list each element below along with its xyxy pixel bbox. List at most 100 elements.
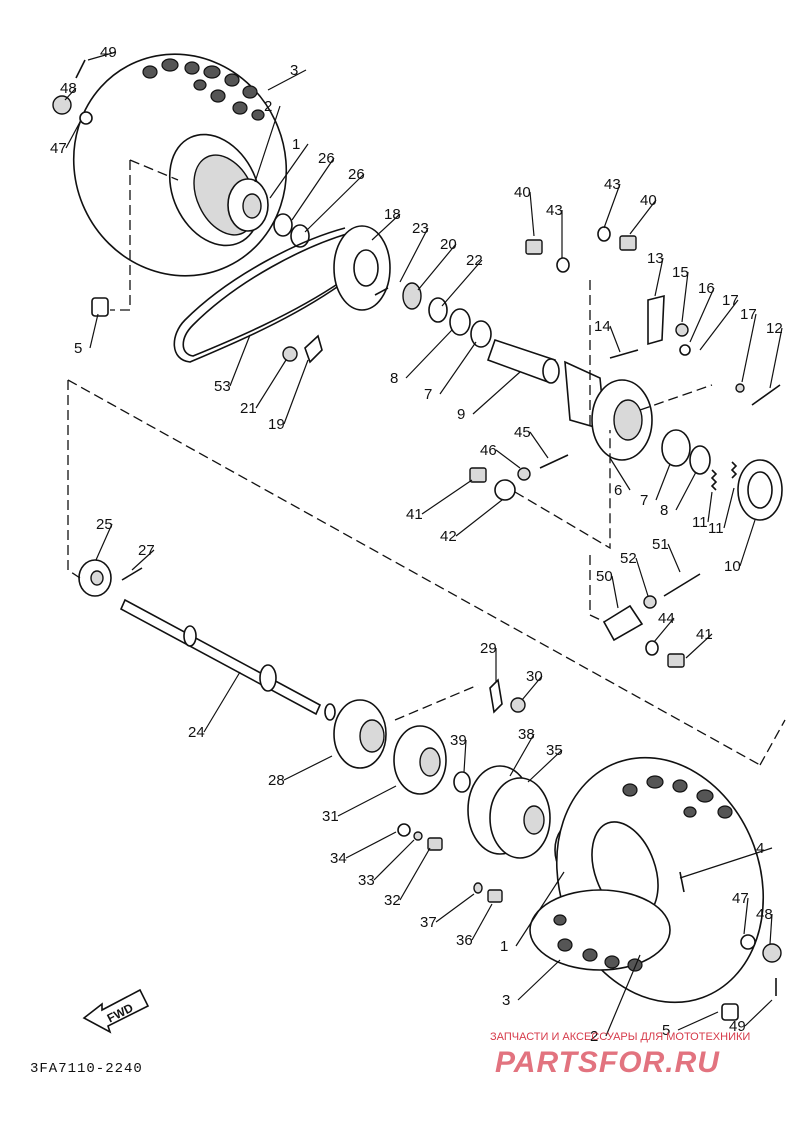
callout-leader <box>769 913 773 945</box>
bolts-40-washers-43 <box>525 226 637 273</box>
callout-leader <box>515 871 565 947</box>
callout-leader <box>529 431 549 459</box>
callout-leader <box>472 371 521 415</box>
bracket-50 <box>602 573 701 668</box>
part-number-label: 2 <box>590 1028 598 1045</box>
callout-leader <box>269 143 309 199</box>
callout-leader <box>371 213 401 241</box>
part-number-label: 27 <box>138 542 155 559</box>
part-number-label: 39 <box>450 732 467 749</box>
bolt-41-collar-42 <box>469 467 516 501</box>
callout-leader <box>527 749 563 783</box>
part-number-label: 1 <box>500 938 508 955</box>
callout-leader <box>517 959 561 1001</box>
part-number-label: 26 <box>348 166 365 183</box>
part-number-label: 1 <box>292 136 300 153</box>
part-number-label: 43 <box>546 202 563 219</box>
callout-leader <box>521 675 543 701</box>
part-number-label: 5 <box>74 340 82 357</box>
callout-leader <box>89 313 99 349</box>
bolt-45-nut-46 <box>517 454 569 481</box>
part-number-label: 25 <box>96 516 113 533</box>
axle-sleeve-9 <box>486 338 560 384</box>
nut-48-washer-47-top <box>52 59 93 125</box>
callout-leader <box>679 847 773 879</box>
callout-leader <box>417 243 457 291</box>
callout-leader <box>441 259 483 307</box>
part-number-label: 40 <box>514 184 531 201</box>
part-number-label: 15 <box>672 264 689 281</box>
clip-29-nut-30 <box>489 678 526 714</box>
part-number-label: 5 <box>662 1022 670 1039</box>
callout-leader <box>399 847 431 901</box>
callout-leader <box>509 733 535 777</box>
part-number-label: 33 <box>358 872 375 889</box>
callout-leader <box>64 87 77 101</box>
callout-leader <box>255 359 287 409</box>
callout-leader <box>723 487 735 529</box>
callout-leader <box>529 191 535 237</box>
part-number-label: 31 <box>322 808 339 825</box>
part-number-label: 50 <box>596 568 613 585</box>
callout-leader <box>611 575 619 609</box>
callout-leader <box>421 479 473 515</box>
callout-leader <box>741 313 757 383</box>
callout-leader <box>455 499 503 537</box>
callout-leader <box>743 897 749 935</box>
hub-35-seal-38 <box>467 765 551 859</box>
rear-axle-24 <box>119 598 336 721</box>
fasteners-32-33-34 <box>397 823 443 851</box>
watermark-logo: PARTSFOR.RU <box>495 1046 720 1079</box>
callout-leader <box>399 227 429 283</box>
callout-leader <box>405 329 453 379</box>
part-number-label: 51 <box>652 536 669 553</box>
axle-housing-6 <box>564 360 653 461</box>
callout-leader <box>677 1011 719 1031</box>
part-number-label: 40 <box>640 192 657 209</box>
callout-leader <box>203 671 241 733</box>
watermark-line1: ЗАПЧАСТИ И АКСЕССУАРЫ ДЛЯ МОТОТЕХНИКИ <box>490 1031 750 1043</box>
part-number-label: 41 <box>696 626 713 643</box>
part-number-label: 36 <box>456 932 473 949</box>
part-number-label: 42 <box>440 528 457 545</box>
lower-right-tire <box>529 756 765 1004</box>
part-number-label: 22 <box>466 252 483 269</box>
part-number-label: 8 <box>660 502 668 519</box>
callout-leader <box>654 257 664 297</box>
callout-leader <box>131 549 155 571</box>
upper-left-tire <box>72 53 288 277</box>
callout-leader <box>769 327 783 389</box>
callout-leader <box>65 121 81 149</box>
part-number-label: 48 <box>756 906 773 923</box>
part-number-label: 13 <box>647 250 664 267</box>
part-number-label: 37 <box>420 914 437 931</box>
callout-leader <box>609 325 621 353</box>
part-number-label: 38 <box>518 726 535 743</box>
upper-hub-2 <box>227 178 269 232</box>
watermark: ЗАПЧАСТИ И АКСЕССУАРЫ ДЛЯ МОТОТЕХНИКИ PA… <box>490 1031 750 1079</box>
part-number-label: 49 <box>729 1018 746 1035</box>
part-number-label: 43 <box>604 176 621 193</box>
part-number-label: 53 <box>214 378 231 395</box>
part-number-label: 11 <box>692 514 708 531</box>
drive-chain-53 <box>173 227 351 363</box>
washer-39 <box>453 771 471 793</box>
part-number-label: 17 <box>722 292 739 309</box>
callout-labels: 4948473212626518232022532119879404343401… <box>50 44 783 1045</box>
part-number-label: 52 <box>620 550 637 567</box>
callout-leader <box>229 334 251 387</box>
callout-leader <box>304 173 365 233</box>
part-number-label: 7 <box>640 492 648 509</box>
part-number-label: 19 <box>268 416 285 433</box>
valve-cap-5 <box>91 297 109 317</box>
part-number-label: 30 <box>526 668 543 685</box>
part-number-label: 20 <box>440 236 457 253</box>
part-number-label: 35 <box>546 742 563 759</box>
hub-25 <box>78 559 143 597</box>
part-number-label: 17 <box>740 306 757 323</box>
callout-leader <box>739 519 756 567</box>
bearings-7-8-lower <box>661 429 711 475</box>
callout-leader <box>653 617 675 643</box>
spring-11 <box>710 461 738 491</box>
